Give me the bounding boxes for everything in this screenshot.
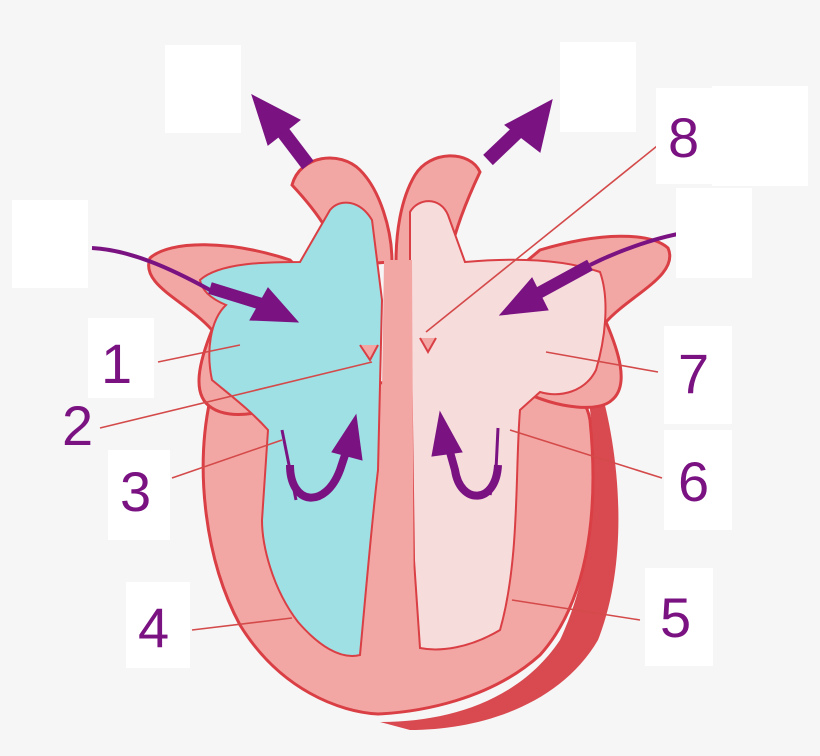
label-box-5: [645, 568, 713, 666]
blank-box[interactable]: [560, 42, 636, 132]
pointer-1: [157, 344, 241, 363]
arrow-icon: [208, 282, 267, 311]
pointer-5: [511, 599, 641, 621]
label-2: 2: [62, 394, 94, 457]
heart-shadow: [380, 380, 619, 730]
pointer-lines: [99, 141, 663, 631]
blank-box[interactable]: [165, 45, 241, 133]
label-6: 6: [678, 450, 710, 513]
pointer-3: [171, 439, 283, 479]
label-5: 5: [660, 586, 692, 649]
label-8: 8: [668, 106, 700, 169]
pointer-2: [99, 361, 373, 429]
arrow-icon: [498, 277, 549, 316]
arrow-icon: [331, 413, 363, 461]
label-box-7: [664, 326, 732, 424]
label-7: 7: [678, 342, 710, 405]
arrow-icon: [431, 410, 463, 457]
blank-box[interactable]: [712, 86, 808, 186]
pointer-8: [425, 141, 663, 333]
pointer-7: [545, 351, 659, 373]
label-box-1: [88, 318, 154, 398]
deoxygenated-chamber: [198, 201, 384, 657]
label-3: 3: [120, 460, 152, 523]
arrow-icon: [532, 259, 593, 301]
blank-box[interactable]: [676, 188, 752, 278]
semilunar-valve-left: [359, 344, 379, 362]
label-box-8: [656, 88, 716, 184]
arrow-icon: [286, 438, 354, 502]
label-1: 1: [101, 332, 133, 395]
arrow-icon: [444, 443, 502, 500]
pointer-4: [191, 617, 293, 631]
flow-arrows: [91, 93, 691, 502]
label-box-6: [664, 430, 732, 530]
blank-box[interactable]: [12, 200, 88, 288]
semilunar-valve-right: [419, 337, 437, 355]
label-box-4: [126, 582, 190, 668]
arrow-icon: [251, 93, 301, 146]
pointer-6: [509, 429, 663, 479]
arrow-icon: [504, 99, 553, 153]
arrow-icon: [91, 246, 211, 292]
septum: [378, 260, 414, 654]
oxygenated-chamber: [409, 200, 607, 651]
label-4: 4: [138, 596, 170, 659]
arrow-icon: [249, 287, 300, 323]
label-box-3: [108, 450, 170, 540]
